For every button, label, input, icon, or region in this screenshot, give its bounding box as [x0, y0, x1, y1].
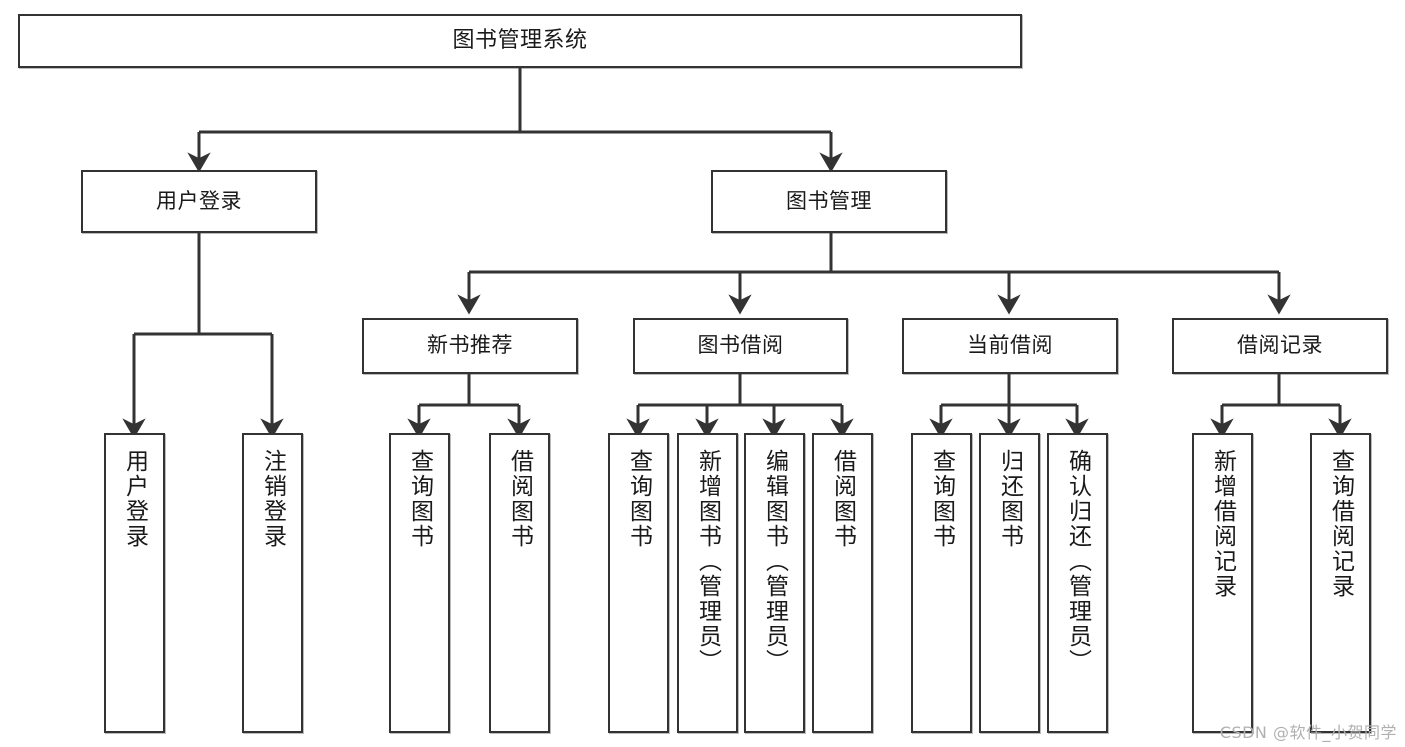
- node-book-borrow[interactable]: 图书借阅: [633, 318, 848, 374]
- node-user-login-label: 用户登录: [156, 188, 242, 213]
- node-book-management-label: 图书管理: [786, 188, 872, 213]
- node-leaf-add-record[interactable]: 新增借阅记录: [1192, 433, 1253, 733]
- node-leaf-user-logout-label: 注销登录: [259, 449, 286, 549]
- node-current-borrow[interactable]: 当前借阅: [902, 318, 1118, 374]
- node-leaf-add-book-label: 新增图书（管理员）: [694, 449, 721, 674]
- node-leaf-query-book-1[interactable]: 查询图书: [389, 433, 450, 733]
- node-leaf-borrow-book-2-label: 借阅图书: [829, 449, 856, 549]
- node-leaf-query-book-3[interactable]: 查询图书: [911, 433, 972, 733]
- node-borrow-record-label: 借阅记录: [1237, 333, 1323, 358]
- node-book-borrow-label: 图书借阅: [697, 333, 784, 358]
- node-new-book-recommend-label: 新书推荐: [427, 333, 513, 358]
- node-leaf-return-book[interactable]: 归还图书: [979, 433, 1040, 733]
- node-leaf-confirm-return-label: 确认归还（管理员）: [1064, 449, 1091, 674]
- node-new-book-recommend[interactable]: 新书推荐: [362, 318, 578, 374]
- node-leaf-query-book-1-label: 查询图书: [406, 449, 433, 549]
- node-leaf-edit-book[interactable]: 编辑图书（管理员）: [744, 433, 805, 733]
- node-leaf-add-book[interactable]: 新增图书（管理员）: [677, 433, 738, 733]
- watermark-text: CSDN @软件_小贺同学: [1219, 723, 1397, 742]
- node-leaf-user-logout[interactable]: 注销登录: [242, 433, 303, 733]
- node-leaf-query-book-3-label: 查询图书: [928, 449, 955, 549]
- node-user-login[interactable]: 用户登录: [81, 170, 317, 233]
- node-root-label: 图书管理系统: [452, 27, 588, 53]
- node-leaf-query-book-2-label: 查询图书: [625, 449, 652, 549]
- node-borrow-record[interactable]: 借阅记录: [1172, 318, 1388, 374]
- node-leaf-query-book-2[interactable]: 查询图书: [608, 433, 669, 733]
- node-leaf-borrow-book-1-label: 借阅图书: [506, 449, 533, 549]
- node-leaf-borrow-book-1[interactable]: 借阅图书: [489, 433, 550, 733]
- node-leaf-edit-book-label: 编辑图书（管理员）: [761, 449, 788, 674]
- node-leaf-user-login[interactable]: 用户登录: [104, 433, 165, 733]
- node-book-management[interactable]: 图书管理: [711, 170, 947, 233]
- node-leaf-query-record[interactable]: 查询借阅记录: [1310, 433, 1371, 733]
- node-leaf-return-book-label: 归还图书: [996, 449, 1023, 549]
- node-current-borrow-label: 当前借阅: [967, 333, 1053, 358]
- node-root-system[interactable]: 图书管理系统: [18, 14, 1022, 68]
- node-leaf-borrow-book-2[interactable]: 借阅图书: [812, 433, 873, 733]
- node-leaf-confirm-return[interactable]: 确认归还（管理员）: [1047, 433, 1108, 733]
- node-leaf-user-login-label: 用户登录: [121, 449, 148, 549]
- node-leaf-query-record-label: 查询借阅记录: [1327, 449, 1354, 599]
- node-leaf-add-record-label: 新增借阅记录: [1209, 449, 1236, 599]
